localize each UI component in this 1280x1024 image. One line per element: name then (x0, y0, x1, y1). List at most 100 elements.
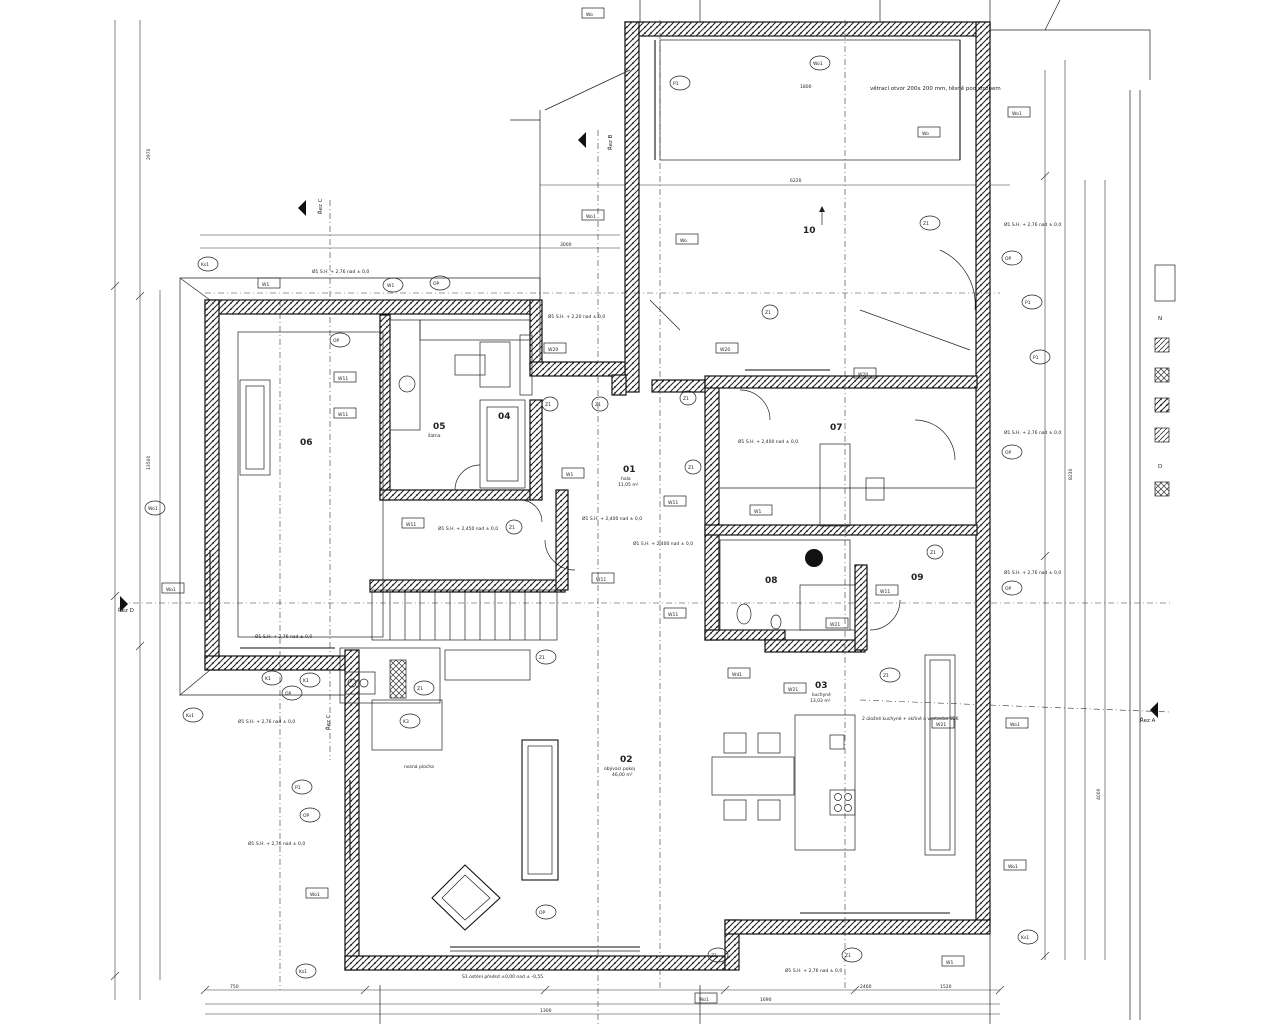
dim-label: 4000 (1096, 788, 1102, 800)
element-tags: Ks1 OP W1 OP Wo1 P1 Z1 OP P1 P1 OP OP Wo… (144, 55, 1051, 979)
svg-text:kuchyně: kuchyně (812, 691, 831, 698)
level-note: Ø1 S.H. + 2,20 nad ± 0,0 (548, 313, 605, 320)
section-label: Řez D (118, 606, 134, 614)
section-label: Řez C (316, 198, 324, 214)
svg-text:hala: hala (621, 476, 631, 482)
level-note: Ø1 S.H. + 2,76 nad ± 0,0 (312, 268, 369, 275)
element-tag: W1 (387, 283, 394, 289)
element-tag: OP (1005, 256, 1012, 262)
room-07: 07 (830, 423, 843, 433)
level-note: Ø1 S.H. + 2,76 nad ± 0,0 (255, 633, 312, 640)
room-10: 10 (803, 226, 816, 236)
level-note: Ø1 S.H. + 2,76 nad ± 0,0 (785, 967, 842, 974)
window-tags: Wo Wo Wo1 Wo1 Wo W1 W11 W11 W1 W11 W1 W1… (161, 7, 1031, 1004)
svg-text:13,03 m²: 13,03 m² (810, 698, 831, 704)
element-tag: P1 (1033, 355, 1039, 361)
svg-text:šatna: šatna (428, 432, 441, 439)
window-tag: W11 (338, 412, 348, 418)
dim-label: 6220 (790, 178, 802, 184)
element-tag: K1 (265, 676, 271, 682)
element-tag: Ks1 (186, 713, 194, 719)
window-tag: Wo1 (1010, 722, 1020, 728)
element-tag: OP (285, 691, 292, 697)
element-tag: Wo1 (148, 506, 158, 512)
svg-text:obývací pokoj: obývací pokoj (604, 765, 635, 772)
window-tag: Wd1 (732, 672, 742, 678)
staircase (371, 589, 558, 641)
level-note: Ø1 S.H. + 2,76 nad ± 0,0 (1004, 429, 1061, 436)
dim-label: 3000 (560, 242, 572, 248)
element-tag: OP (303, 813, 310, 819)
window-tag: Wo1 (586, 214, 596, 220)
window-tag: W20 (858, 372, 868, 378)
element-tag: Z1 (930, 550, 936, 556)
window-tag: W11 (338, 376, 348, 382)
window-tag: W11 (668, 500, 678, 506)
kitchen-note: 2 úložné kuchyně + skříně a vestavba SDK (862, 715, 960, 722)
element-tag: Z1 (417, 686, 423, 692)
window-tag: Wo (586, 12, 593, 18)
element-tag: OP (1005, 450, 1012, 456)
window-tag: Wo1 (1012, 111, 1022, 117)
window-tag: Wo1 (310, 892, 320, 898)
window-tag: W11 (596, 577, 606, 583)
svg-text:06: 06 (300, 438, 313, 448)
legend-swatch (1154, 397, 1170, 413)
element-tag: OP (539, 910, 546, 916)
window-tag: Wo (922, 131, 929, 137)
legend-swatch (1154, 427, 1170, 443)
dim-label: 1520 (940, 984, 952, 990)
dim-label: 1800 (800, 84, 812, 90)
terrace-note: nosná plocha (404, 763, 434, 770)
level-note: Ø1 S.H. + 2,400 nad ± 0,0 (582, 515, 642, 522)
element-tag: Z1 (711, 953, 717, 959)
annotations: větrací otvor 200x 200 mm, těsně pod str… (238, 85, 1061, 980)
leader-lines (379, 0, 1061, 1024)
svg-text:01: 01 (623, 465, 636, 475)
room-06: 06 (300, 438, 313, 448)
element-tag: Z1 (539, 655, 545, 661)
level-note: Ø1 S.H. + 2,400 nad ± 0,0 (738, 438, 798, 445)
svg-text:07: 07 (830, 423, 843, 433)
interior-partitions (205, 20, 1000, 990)
dim-label: 750 (230, 984, 239, 990)
legend: N D (1154, 264, 1176, 497)
legend-n: N (1158, 316, 1162, 322)
vent-note: větrací otvor 200x 200 mm, těsně pod str… (870, 85, 1001, 92)
window-tag: W21 (788, 687, 798, 693)
window-tag: W1 (566, 472, 573, 478)
window-tag: W21 (830, 622, 840, 628)
svg-text:05: 05 (433, 422, 446, 432)
svg-text:08: 08 (765, 576, 778, 586)
element-tag: Z1 (683, 396, 689, 402)
window-tag: W11 (406, 522, 416, 528)
element-tag: K1 (303, 678, 309, 684)
window-tag: W1 (262, 282, 269, 288)
element-tag: Z1 (595, 402, 601, 408)
bottom-note: S1 ostění předsd ±0,00 nad ± -0,55 (462, 973, 543, 980)
element-tag: Z1 (845, 953, 851, 959)
roof-outline (179, 29, 1151, 1020)
room-04: 04 (498, 412, 511, 422)
level-note: Ø1 S.H. + 2,400 nad ± 0,0 (633, 540, 693, 547)
level-note: Ø1 S.H. + 2,76 nad ± 0,0 (238, 718, 295, 725)
window-tag: W20 (720, 347, 730, 353)
legend-swatch (1154, 367, 1170, 383)
element-tag: Z1 (923, 221, 929, 227)
element-tag: P1 (295, 785, 301, 791)
element-tag: Z1 (883, 673, 889, 679)
legend-swatch (1154, 337, 1170, 353)
window-tag: W11 (880, 589, 890, 595)
dim-label: 2970 (146, 148, 152, 160)
element-tag: Z1 (509, 525, 515, 531)
room-01: 01 hala 11,05 m² (618, 465, 639, 488)
dim-label: 1300 (540, 1008, 552, 1014)
room-05: 05 šatna (428, 422, 446, 439)
dimension-lines: 2970 13500 8230 4000 1300 1690 2460 1520… (110, 20, 1106, 1015)
level-note: Ø1 S.H. + 2,450 nad ± 0,0 (438, 525, 498, 532)
dim-label: 1690 (760, 997, 772, 1003)
svg-text:09: 09 (911, 573, 924, 583)
room-03: 03 kuchyně 13,03 m² (810, 681, 831, 704)
window-tag: W1 (754, 509, 761, 515)
